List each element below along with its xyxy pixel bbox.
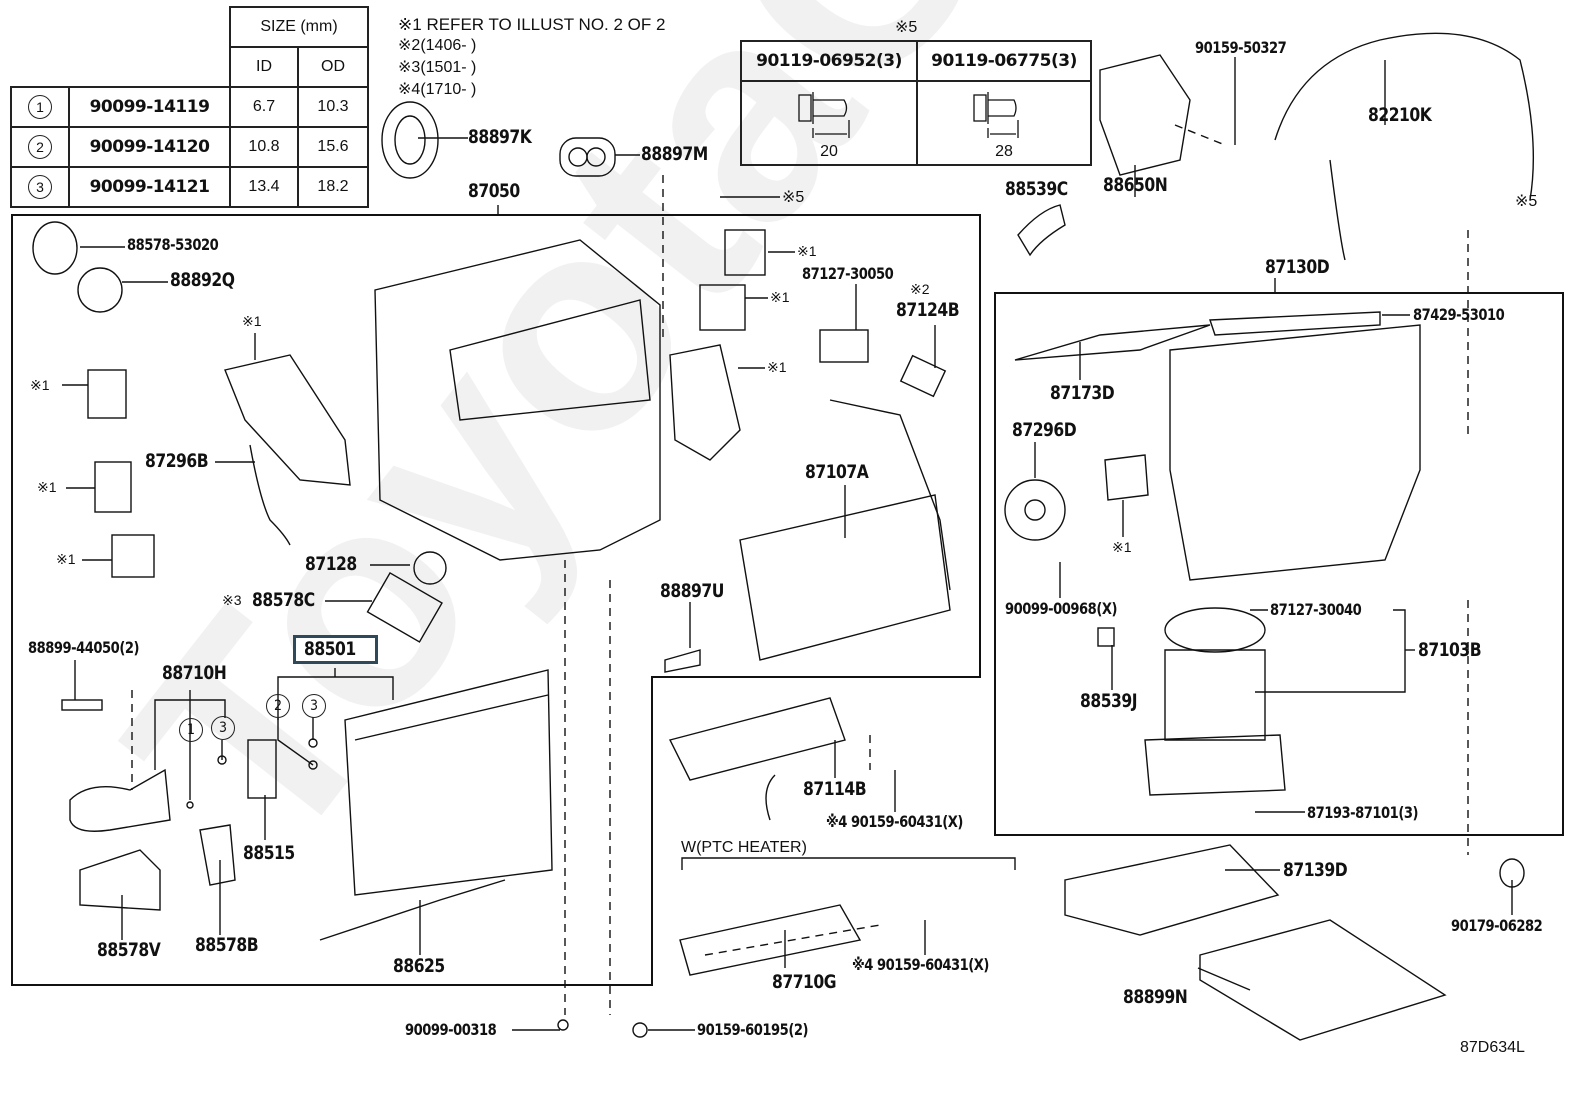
- part-number[interactable]: 90099-14119: [68, 86, 231, 128]
- bolt-length: 28: [995, 143, 1013, 160]
- part-label[interactable]: 87114B: [803, 778, 867, 800]
- part-label[interactable]: 87050: [468, 180, 520, 202]
- ref-circle: 2: [266, 694, 290, 718]
- part-shapes: [32, 32, 1535, 1041]
- part-label[interactable]: 87296B: [145, 450, 209, 472]
- table-row: 3 90099-14121 13.4 18.2: [10, 166, 369, 208]
- ref-mark: ※1: [770, 289, 790, 305]
- ref-circle: 1: [28, 95, 52, 119]
- ref-mark: ※1: [797, 243, 817, 259]
- part-label[interactable]: 87193-87101(3): [1307, 803, 1418, 822]
- part-label[interactable]: 88710H: [162, 662, 227, 684]
- note-3: ※3(1501- ): [398, 59, 477, 76]
- part-label[interactable]: 87139D: [1283, 859, 1348, 881]
- ref-circle: 1: [179, 718, 203, 742]
- bolt-length: 20: [820, 143, 838, 160]
- table-row: 2 90099-14120 10.8 15.6: [10, 126, 369, 168]
- part-label[interactable]: 88578-53020: [127, 235, 219, 254]
- oring-size-table: SIZE (mm) ID OD 1 90099-14119 6.7 10.3 2…: [10, 6, 369, 208]
- part-label[interactable]: 90099-00318: [405, 1020, 497, 1039]
- ref-circle: 3: [211, 716, 235, 740]
- part-label[interactable]: 90159-60195(2): [697, 1020, 808, 1039]
- part-label[interactable]: 87103B: [1418, 639, 1482, 661]
- ref-mark: ※5: [1515, 193, 1538, 210]
- part-label[interactable]: 88578B: [195, 934, 259, 956]
- table-row: 1 90099-14119 6.7 10.3: [10, 86, 369, 128]
- part-label[interactable]: 87173D: [1050, 382, 1115, 404]
- ref-circle: 3: [302, 694, 326, 718]
- ref-circle: 2: [28, 135, 52, 159]
- part-label[interactable]: 88578V: [97, 939, 161, 961]
- ref-mark: ※1: [767, 359, 787, 375]
- inner-diameter: 6.7: [229, 86, 299, 128]
- ref-mark: ※3: [222, 592, 242, 608]
- outer-diameter: 18.2: [297, 166, 369, 208]
- bolt-part-number[interactable]: 90119-06952(3): [740, 40, 918, 82]
- size-header: SIZE (mm): [229, 6, 369, 48]
- part-number[interactable]: 90099-14121: [68, 166, 231, 208]
- ref-mark: ※1: [30, 377, 50, 393]
- part-label[interactable]: 90159-50327: [1195, 38, 1287, 57]
- part-label[interactable]: 88892Q: [170, 269, 235, 291]
- part-label[interactable]: 88897U: [660, 580, 724, 602]
- part-label[interactable]: 88539C: [1005, 178, 1068, 200]
- ref-mark: ※1: [1112, 539, 1132, 555]
- part-label[interactable]: 88897K: [468, 126, 532, 148]
- note-1: ※1 REFER TO ILLUST NO. 2 OF 2: [398, 15, 666, 34]
- outer-diameter: 10.3: [297, 86, 369, 128]
- part-label[interactable]: ※4 90159-60431(X): [852, 955, 989, 974]
- inner-diameter: 10.8: [229, 126, 299, 168]
- inner-diameter: 13.4: [229, 166, 299, 208]
- part-label[interactable]: 87296D: [1012, 419, 1077, 441]
- part-label[interactable]: ※4 90159-60431(X): [826, 812, 963, 831]
- part-label[interactable]: 88539J: [1080, 690, 1138, 712]
- outer-diameter: 15.6: [297, 126, 369, 168]
- part-label[interactable]: 87127-30040: [1270, 600, 1362, 619]
- part-label[interactable]: 87107A: [805, 461, 869, 483]
- part-label[interactable]: 88501: [304, 638, 356, 660]
- ref-mark: ※5: [782, 189, 805, 206]
- bolt-icon: [973, 92, 1019, 138]
- part-label[interactable]: 88650N: [1103, 174, 1168, 196]
- part-label[interactable]: 87710G: [772, 971, 837, 993]
- col-id: ID: [229, 46, 299, 88]
- bolt-icon: [798, 92, 850, 138]
- highlighted-part-box[interactable]: 88501: [293, 635, 379, 664]
- part-label[interactable]: 90179-06282: [1451, 916, 1543, 935]
- part-number[interactable]: 90099-14120: [68, 126, 231, 168]
- part-label[interactable]: 87130D: [1265, 256, 1330, 278]
- bolt-table-mark: ※5: [895, 19, 918, 36]
- bolt-part-number[interactable]: 90119-06775(3): [916, 40, 1092, 82]
- ptc-heater-label: W(PTC HEATER): [681, 839, 807, 856]
- ref-mark: ※2: [910, 281, 930, 297]
- part-label[interactable]: 88899-44050(2): [28, 638, 139, 657]
- part-label[interactable]: 88897M: [641, 143, 708, 165]
- part-label[interactable]: 82210K: [1368, 104, 1432, 126]
- ref-mark: ※1: [37, 479, 57, 495]
- note-2: ※2(1406- ): [398, 37, 477, 54]
- part-label[interactable]: 87124B: [896, 299, 960, 321]
- frame-87050: [11, 214, 981, 986]
- frame-87130D: [994, 292, 1564, 836]
- part-label[interactable]: 87127-30050: [802, 264, 894, 283]
- bolt-table: 90119-06952(3) 90119-06775(3) 20 28: [740, 40, 1092, 166]
- ref-mark: ※1: [242, 313, 262, 329]
- diagram-code: 87D634L: [1460, 1039, 1525, 1056]
- note-4: ※4(1710- ): [398, 81, 477, 98]
- part-label[interactable]: 88515: [243, 842, 295, 864]
- part-label[interactable]: 87128: [305, 553, 357, 575]
- part-label[interactable]: 88899N: [1123, 986, 1188, 1008]
- ref-circle: 3: [28, 175, 52, 199]
- ref-mark: ※1: [56, 551, 76, 567]
- col-od: OD: [297, 46, 369, 88]
- part-label[interactable]: 88625: [393, 955, 445, 977]
- ptc-bracket: [681, 857, 1016, 870]
- part-label[interactable]: 90099-00968(X): [1005, 599, 1117, 618]
- part-label[interactable]: 87429-53010: [1413, 305, 1505, 324]
- part-label[interactable]: 88578C: [252, 589, 315, 611]
